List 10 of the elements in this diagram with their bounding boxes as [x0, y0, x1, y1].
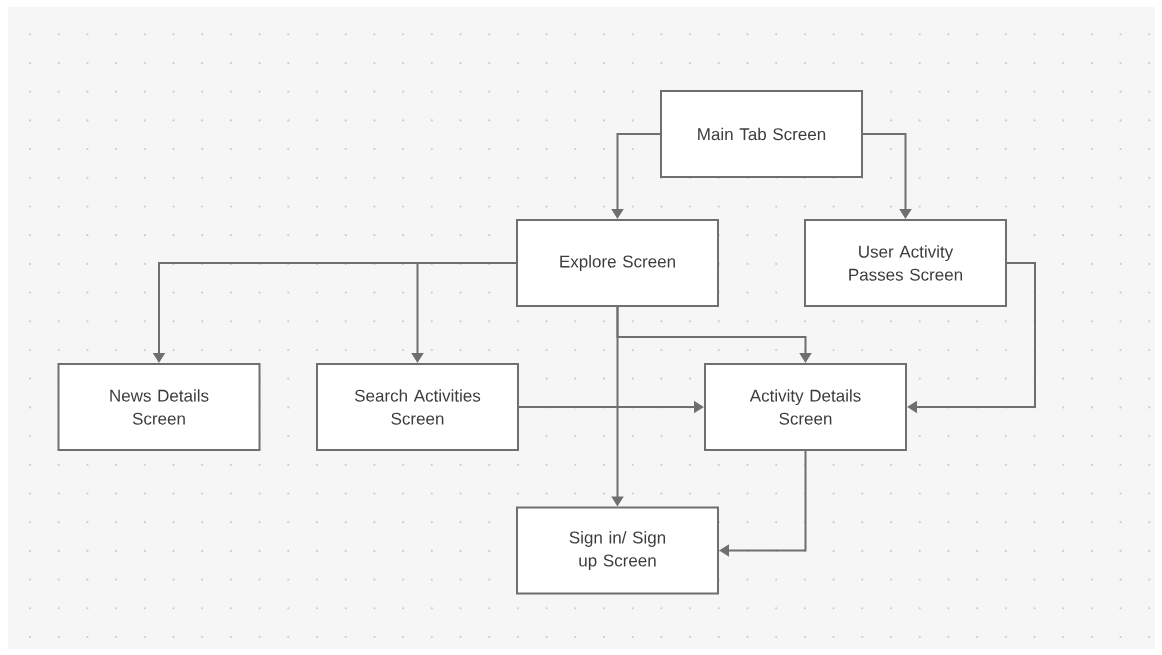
screen-box: Main Tab Screen — [660, 90, 863, 178]
screen-box: Explore Screen — [516, 219, 719, 307]
arrow — [719, 450, 807, 557]
arrow — [907, 262, 1036, 414]
arrow — [862, 133, 912, 219]
screen-box: News Details Screen — [57, 363, 261, 451]
screen-box: Activity Details Screen — [704, 363, 907, 451]
screen-box: Sign in/ Sign up Screen — [516, 506, 719, 595]
screen-box: User Activity Passes Screen — [804, 219, 1007, 307]
screen-box: Search Activities Screen — [316, 363, 519, 451]
